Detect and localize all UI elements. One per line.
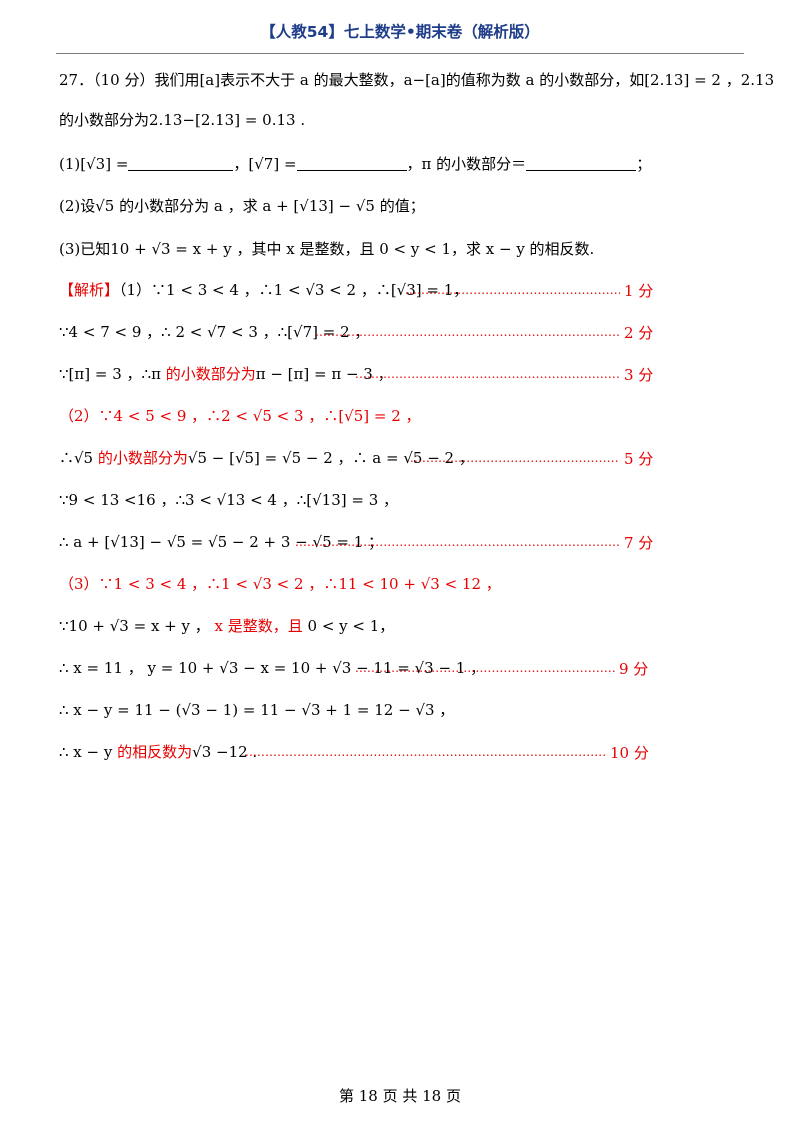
part1-label-d: ；: [636, 155, 652, 173]
part1-label-b: ，[√7] =: [233, 155, 297, 173]
leader-dots: ........................................…: [410, 451, 620, 465]
leader-dots: ........................................…: [245, 745, 607, 759]
solution-line-12: ∴ x − y 的相反数为√3 −12 .: [59, 742, 257, 762]
question-part-3: (3)已知10 + √3 = x + y ，其中 x 是整数，且 0 < y <…: [59, 240, 595, 258]
score-mark: 10 分: [610, 744, 649, 762]
score-mark: 3 分: [624, 366, 654, 384]
question-part-2: (2)设√5 的小数部分为 a ，求 a + [√13] − √5 的值；: [59, 197, 425, 215]
solution-line-1: 【解析】（1）∵1 < 3 < 4 ，∴1 < √3 < 2 ，∴[√3] = …: [59, 280, 468, 300]
leader-dots: ........................................…: [355, 661, 617, 675]
score-mark: 7 分: [624, 534, 654, 552]
solution-line-5: ∴√5 的小数部分为√5 − [√5] = √5 − 2 ，∴ a = √5 −…: [59, 448, 474, 468]
solution-text: （2）∵4 < 5 < 9 ，∴2 < √5 < 3 ，∴[√5] = 2 ，: [59, 407, 421, 425]
solution-text: ∵10 + √3 = x + y ，: [59, 617, 210, 635]
solution-text: √3 −12 .: [192, 743, 258, 761]
solution-text: （3）∵1 < 3 < 4 ，∴1 < √3 < 2 ，∴11 < 10 + √…: [59, 575, 501, 593]
leader-dots: ........................................…: [295, 535, 620, 549]
part1-label-a: (1)[√3] =: [59, 155, 129, 173]
score-mark: 1 分: [624, 282, 654, 300]
solution-line-4: （2）∵4 < 5 < 9 ，∴2 < √5 < 3 ，∴[√5] = 2 ，: [59, 406, 421, 426]
leader-dots: ........................................…: [315, 325, 620, 339]
solution-line-8: （3）∵1 < 3 < 4 ，∴1 < √3 < 2 ，∴11 < 10 + √…: [59, 574, 501, 594]
solution-text: ∴√5: [59, 449, 98, 467]
solution-line-9: ∵10 + √3 = x + y ， x 是整数，且 0 < y < 1，: [59, 616, 394, 636]
page-header-title: 【人教54】七上数学•期末卷（解析版）: [260, 23, 540, 41]
header-divider: [56, 53, 744, 54]
solution-text: π − [π] = π − 3 ，: [255, 365, 393, 383]
solution-line-10: ∴ x = 11 ， y = 10 + √3 − x = 10 + √3 − 1…: [59, 659, 486, 677]
solution-line-3: ∵[π] = 3 ，∴π 的小数部分为π − [π] = π − 3 ，: [59, 364, 393, 384]
score-mark: 2 分: [624, 324, 654, 342]
solution-text: （1）∵1 < 3 < 4 ，∴1 < √3 < 2 ，∴[√3] = 1，: [119, 281, 469, 299]
solution-line-6: ∵9 < 13 <16 ，∴3 < √13 < 4 ，∴[√13] = 3 ，: [59, 491, 399, 509]
question-line-1: 27．（10 分）我们用[a]表示不大于 a 的最大整数，a−[a]的值称为数 …: [59, 71, 775, 89]
solution-highlight: 的相反数为: [117, 743, 193, 761]
page-footer: 第 18 页 共 18 页: [338, 1087, 461, 1105]
answer-blank-2[interactable]: [296, 156, 407, 171]
leader-dots: ........................................…: [405, 283, 620, 297]
solution-text: 0 < y < 1，: [307, 617, 395, 635]
solution-line-2: ∵4 < 7 < 9 ，∴ 2 < √7 < 3 ，∴[√7] = 2 ，: [59, 323, 370, 341]
solution-highlight: 的小数部分为: [97, 449, 188, 467]
leader-dots: ........................................…: [355, 367, 620, 381]
score-mark: 9 分: [619, 660, 649, 678]
answer-blank-1[interactable]: [128, 156, 234, 171]
solution-highlight: x 是整数，且: [209, 617, 308, 635]
solution-text: ∵[π] = 3 ，∴π: [59, 365, 166, 383]
solution-text: ∴ x − y: [59, 743, 118, 761]
score-mark: 5 分: [624, 450, 654, 468]
solution-line-11: ∴ x − y = 11 − (√3 − 1) = 11 − √3 + 1 = …: [59, 701, 455, 719]
solution-highlight: 的小数部分为: [165, 365, 256, 383]
question-line-2: 的小数部分为2.13−[2.13] = 0.13 .: [59, 111, 306, 129]
part1-label-c: ，π 的小数部分＝: [406, 155, 527, 173]
question-part-1: (1)[√3] = ，[√7] = ，π 的小数部分＝ ；: [59, 154, 651, 174]
analysis-tag: 【解析】: [59, 281, 120, 299]
answer-blank-3[interactable]: [526, 156, 637, 171]
solution-line-7: ∴ a + [√13] − √5 = √5 − 2 + 3 − √5 = 1 ；: [59, 533, 384, 551]
solution-text: √5 − [√5] = √5 − 2 ，∴ a = √5 − 2 ，: [187, 449, 474, 467]
